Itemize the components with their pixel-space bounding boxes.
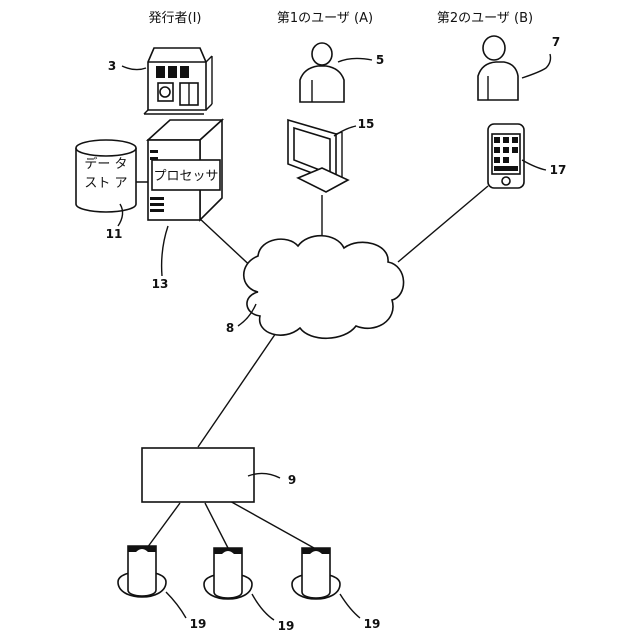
leader-terminal-3 xyxy=(340,594,360,618)
ref-data-store: 11 xyxy=(106,227,123,241)
pos-terminal-icon-3 xyxy=(292,548,340,599)
bank-building-icon xyxy=(144,48,212,114)
ref-terminal-1: 19 xyxy=(190,617,207,631)
ref-monitor: 15 xyxy=(358,117,375,131)
leader-user-b xyxy=(522,54,551,78)
data-store-label-line1: デー タ xyxy=(84,156,127,172)
leader-building xyxy=(122,66,146,70)
ref-terminal-2: 19 xyxy=(278,619,295,633)
ref-terminal-3: 19 xyxy=(364,617,381,631)
leader-terminal-2 xyxy=(252,594,274,620)
ref-phone: 17 xyxy=(550,163,567,177)
leader-terminal-1 xyxy=(166,592,186,618)
pos-terminal-icon-1 xyxy=(118,546,166,597)
user-b-person-icon xyxy=(478,36,518,100)
leader-phone xyxy=(522,160,546,170)
cloud-network-icon xyxy=(244,236,404,339)
ref-server: 13 xyxy=(152,277,169,291)
ref-user-a: 5 xyxy=(376,53,384,67)
processor-label: プロセッサ xyxy=(153,169,218,184)
pos-terminal-icon-2 xyxy=(204,548,252,599)
hub-box xyxy=(142,448,254,502)
data-store-label-line2: スト ア xyxy=(84,176,127,191)
ref-building: 3 xyxy=(108,59,116,73)
smartphone-icon xyxy=(488,124,524,188)
ref-hub: 9 xyxy=(288,473,296,487)
leader-user-a xyxy=(338,58,372,62)
header-second-user: 第2のユーザ (B) xyxy=(437,11,533,26)
leader-server xyxy=(162,226,168,276)
ref-network: 8 xyxy=(226,321,234,335)
ref-user-b: 7 xyxy=(552,35,560,49)
user-a-person-icon xyxy=(300,43,344,102)
computer-monitor-icon xyxy=(288,120,348,192)
header-issuer: 発行者(I) xyxy=(149,11,202,26)
leader-monitor xyxy=(334,126,356,136)
header-first-user: 第1のユーザ (A) xyxy=(277,11,373,26)
